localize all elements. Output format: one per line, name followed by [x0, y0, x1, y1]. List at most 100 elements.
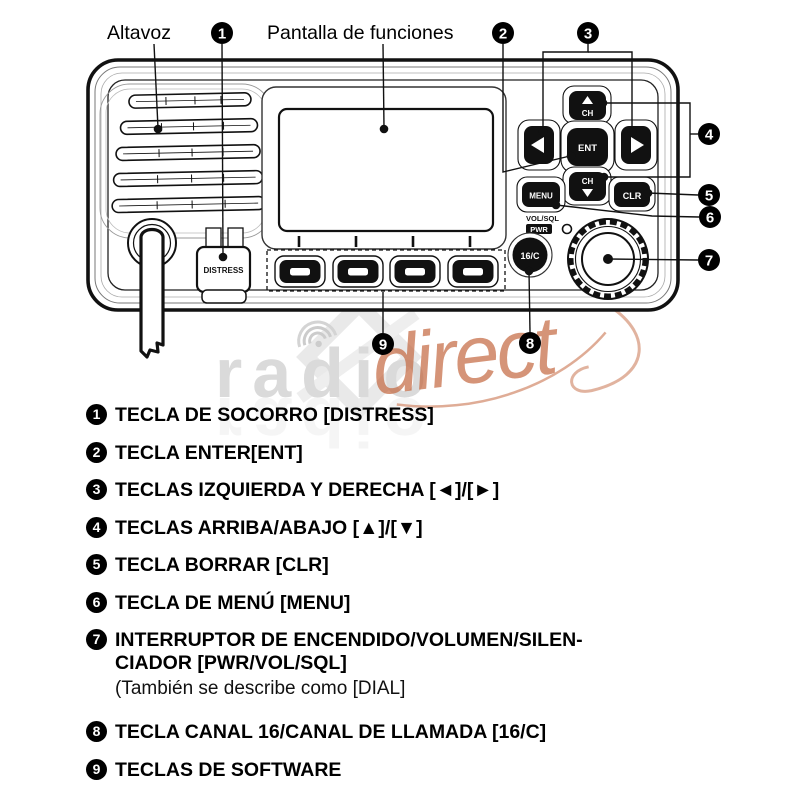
software-keys [266, 249, 506, 292]
left-arrow-icon [531, 137, 544, 153]
svg-text:4: 4 [705, 126, 714, 143]
softkey [389, 255, 441, 288]
legend-text-3: TECLAS IZQUIERDA Y DERECHA [◄]/[►] [115, 479, 500, 501]
legend-number-7: 7 [86, 629, 107, 650]
callout-dot [598, 98, 608, 108]
right-key [614, 119, 658, 171]
ch16-key-label: 16/C [520, 251, 540, 261]
up-arrow-icon [582, 96, 593, 104]
legend-number-3: 3 [86, 479, 107, 500]
legend-number-8: 8 [86, 721, 107, 742]
legend-text-8: TECLA CANAL 16/CANAL DE LLAMADA [16/C] [115, 721, 547, 743]
softkey [447, 255, 499, 288]
down-arrow-icon [582, 189, 593, 197]
callout-4-marker: 4 [698, 123, 720, 145]
legend-text-7-block: INTERRUPTOR DE ENCENDIDO/VOLUMEN/SILEN- … [115, 629, 583, 701]
legend-number-4: 4 [86, 516, 107, 538]
callout-dot [643, 188, 653, 198]
callout-2-line [502, 44, 576, 173]
callout-dot [566, 151, 576, 161]
pantalla-label: Pantalla de funciones [267, 22, 454, 44]
legend-item-1: 1 TECLA DE SOCORRO [DISTRESS] [86, 404, 786, 426]
callout-3-marker: 3 [577, 22, 599, 44]
legend-number-2: 2 [86, 441, 107, 463]
callout-9-marker: 9 [372, 333, 394, 355]
up-key-label: CH [582, 109, 594, 118]
speaker-grille [99, 83, 273, 239]
watermark: radio radio direct [215, 294, 641, 461]
callout-4-line [598, 98, 698, 182]
legend-text-2: TECLA ENTER[ENT] [115, 441, 303, 464]
callout-3-line [538, 44, 637, 137]
ent-key: ENT [560, 120, 615, 174]
down-key: CH [562, 166, 612, 206]
legend-number-5: 5 [86, 554, 107, 575]
svg-text:1: 1 [218, 25, 226, 42]
legend-text-6: TECLA DE MENÚ [MENU] [115, 591, 351, 614]
legend-text-7-note: (También se describe como [DIAL] [115, 678, 406, 699]
right-arrow-icon [631, 137, 644, 153]
callout-lines [153, 43, 700, 333]
callout-6-line [551, 200, 700, 218]
speaker-slot [115, 143, 261, 162]
callout-dot [603, 254, 613, 264]
keypad-cluster: CH ENT CH MENU [516, 85, 658, 213]
legend-item-8: 8 TECLA CANAL 16/CANAL DE LLAMADA [16/C] [86, 721, 786, 743]
function-display [261, 86, 507, 250]
status-led [561, 223, 573, 235]
ent-key-label: ENT [578, 143, 597, 154]
legend-item-4: 4 TECLAS ARRIBA/ABAJO [▲]/[▼] [86, 516, 786, 539]
callout-dot [379, 124, 389, 134]
callout-8-line [524, 266, 534, 333]
callout-6-marker: 6 [699, 206, 721, 228]
legend-text-5: TECLA BORRAR [CLR] [115, 554, 329, 576]
legend-number-6: 6 [86, 591, 107, 613]
legend-item-6: 6 TECLA DE MENÚ [MENU] [86, 591, 786, 614]
softkey [332, 255, 384, 288]
altavoz-pointer [153, 43, 163, 134]
altavoz-label: Altavoz [107, 22, 171, 44]
legend-item-3: 3 TECLAS IZQUIERDA Y DERECHA [◄]/[►] [86, 479, 786, 501]
svg-text:6: 6 [706, 209, 714, 226]
softkey [274, 255, 326, 288]
legend-list: 1 TECLA DE SOCORRO [DISTRESS] 2 TECLA EN… [86, 404, 786, 796]
watermark-radio-reflection: radio [215, 383, 436, 461]
speaker-slot [119, 117, 259, 136]
pantalla-pointer [379, 43, 389, 134]
wifi-icon [297, 320, 338, 348]
callout-5-marker: 5 [698, 184, 720, 206]
up-key: CH [562, 85, 612, 125]
callout-markers: 1 2 3 4 5 6 7 8 [211, 22, 721, 355]
ch16-key: 16/C [507, 232, 553, 278]
callout-2-marker: 2 [492, 22, 514, 44]
svg-text:9: 9 [379, 336, 387, 353]
left-key [517, 119, 561, 171]
clr-key-label: CLR [623, 191, 642, 201]
callout-7-marker: 7 [698, 249, 720, 271]
callout-dot [153, 124, 163, 134]
callout-5-line [643, 188, 699, 198]
svg-text:8: 8 [526, 335, 534, 352]
legend-text-7-line2: CIADOR [PWR/VOL/SQL] [115, 652, 347, 674]
callout-dot [524, 266, 534, 276]
legend-text-4: TECLAS ARRIBA/ABAJO [▲]/[▼] [115, 516, 423, 539]
legend-text-7-line1: INTERRUPTOR DE ENCENDIDO/VOLUMEN/SILEN- [115, 629, 583, 651]
pwr-label: PWR [530, 225, 548, 234]
svg-text:7: 7 [705, 252, 713, 269]
callout-7-line [603, 254, 699, 264]
callout-8-marker: 8 [519, 332, 541, 354]
speaker-slot [112, 169, 264, 188]
speaker-slot [111, 195, 266, 214]
speaker-slot [128, 92, 252, 109]
vol-sql-label: VOL/SQL [526, 214, 559, 223]
legend-number-9: 9 [86, 758, 107, 780]
callout-dot [627, 127, 637, 137]
legend-text-9: TECLAS DE SOFTWARE [115, 758, 342, 781]
callout-1-marker: 1 [211, 22, 233, 44]
legend-text-1: TECLA DE SOCORRO [DISTRESS] [115, 404, 434, 426]
svg-text:2: 2 [499, 25, 507, 42]
legend-item-5: 5 TECLA BORRAR [CLR] [86, 554, 786, 576]
menu-key-label: MENU [529, 192, 553, 201]
